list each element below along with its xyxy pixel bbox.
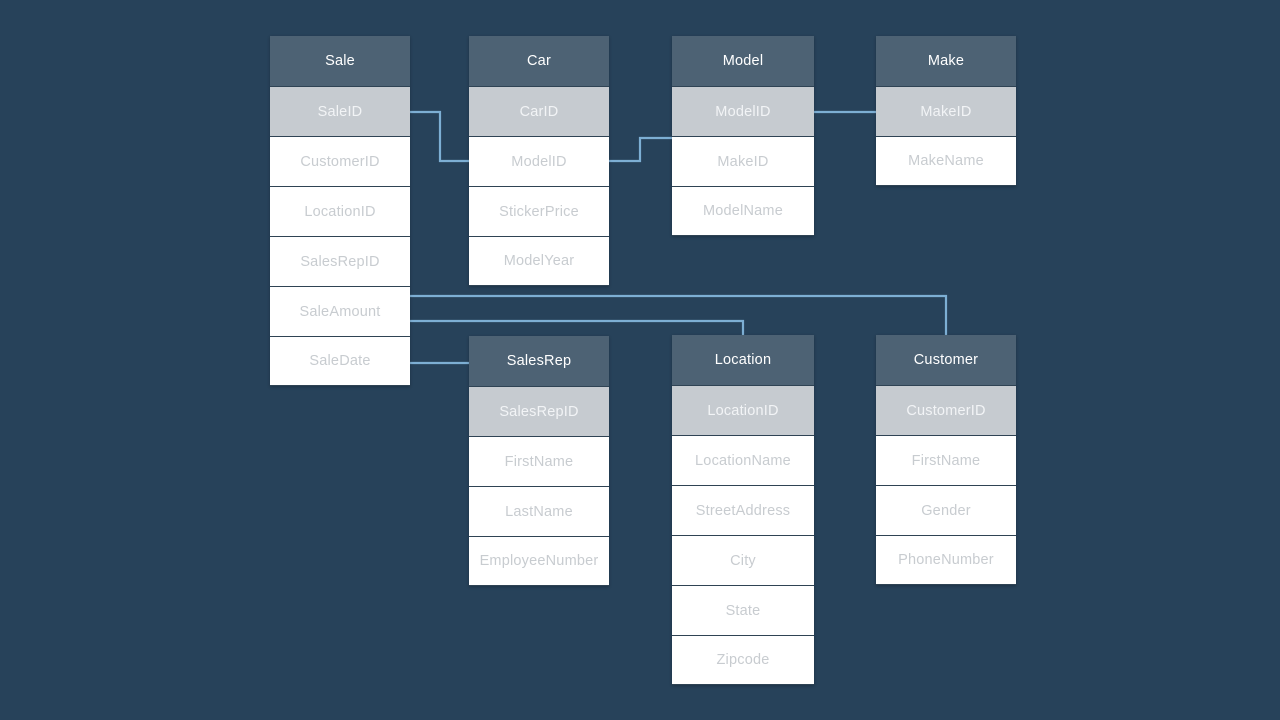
field-row-salesrep-employeenumber[interactable]: EmployeeNumber (469, 536, 609, 586)
field-row-customer-phonenumber[interactable]: PhoneNumber (876, 535, 1016, 585)
field-row-model-makeid[interactable]: MakeID (672, 136, 814, 186)
relationship-line-car-model (609, 136, 673, 163)
field-row-location-zipcode[interactable]: Zipcode (672, 635, 814, 685)
field-row-sale-customerid[interactable]: CustomerID (270, 136, 410, 186)
relationship-line-sale-car (410, 110, 470, 163)
primary-key-row-make-makeid[interactable]: MakeID (876, 86, 1016, 136)
primary-key-row-location-locationid[interactable]: LocationID (672, 385, 814, 435)
entity-header-sale: Sale (270, 36, 410, 86)
field-row-model-modelname[interactable]: ModelName (672, 186, 814, 236)
field-row-location-city[interactable]: City (672, 535, 814, 585)
field-row-sale-locationid[interactable]: LocationID (270, 186, 410, 236)
field-row-location-streetaddress[interactable]: StreetAddress (672, 485, 814, 535)
primary-key-row-customer-customerid[interactable]: CustomerID (876, 385, 1016, 435)
field-row-location-locationname[interactable]: LocationName (672, 435, 814, 485)
entity-header-customer: Customer (876, 335, 1016, 385)
field-row-sale-saledate[interactable]: SaleDate (270, 336, 410, 386)
field-row-make-makename[interactable]: MakeName (876, 136, 1016, 186)
entity-header-make: Make (876, 36, 1016, 86)
field-row-car-modelyear[interactable]: ModelYear (469, 236, 609, 286)
relationship-line-sale-location (410, 319, 745, 336)
relationship-line-sale-customer (410, 294, 948, 336)
field-row-car-stickerprice[interactable]: StickerPrice (469, 186, 609, 236)
field-row-customer-firstname[interactable]: FirstName (876, 435, 1016, 485)
field-row-car-modelid[interactable]: ModelID (469, 136, 609, 186)
entity-header-salesrep: SalesRep (469, 336, 609, 386)
entity-header-location: Location (672, 335, 814, 385)
field-row-sale-saleamount[interactable]: SaleAmount (270, 286, 410, 336)
primary-key-row-salesrep-salesrepid[interactable]: SalesRepID (469, 386, 609, 436)
field-row-salesrep-firstname[interactable]: FirstName (469, 436, 609, 486)
field-row-location-state[interactable]: State (672, 585, 814, 635)
primary-key-row-sale-saleid[interactable]: SaleID (270, 86, 410, 136)
primary-key-row-car-carid[interactable]: CarID (469, 86, 609, 136)
field-row-salesrep-lastname[interactable]: LastName (469, 486, 609, 536)
entity-header-model: Model (672, 36, 814, 86)
primary-key-row-model-modelid[interactable]: ModelID (672, 86, 814, 136)
field-row-customer-gender[interactable]: Gender (876, 485, 1016, 535)
field-row-sale-salesrepid[interactable]: SalesRepID (270, 236, 410, 286)
entity-header-car: Car (469, 36, 609, 86)
